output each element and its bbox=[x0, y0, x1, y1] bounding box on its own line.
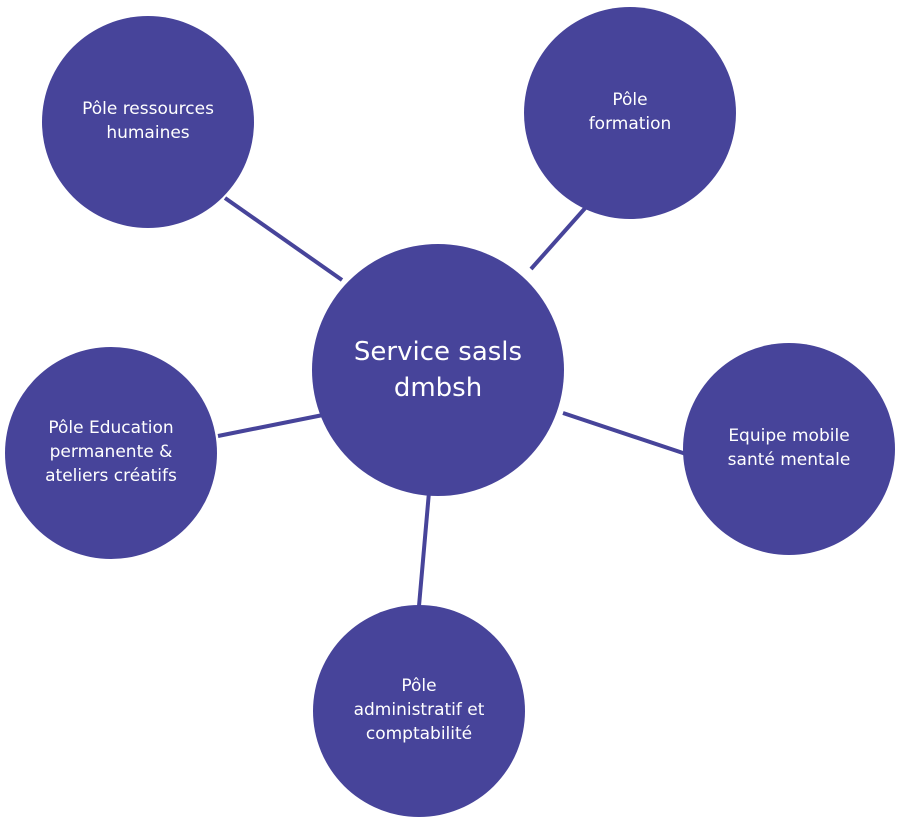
center-node-label: Service sasls dmbsh bbox=[353, 336, 523, 403]
node-admin: Pôle administratif et comptabilité bbox=[313, 605, 525, 817]
connector-mobile bbox=[562, 411, 687, 456]
node-education: Pôle Education permanente & ateliers cré… bbox=[5, 347, 217, 559]
node-formation: Pôle formation bbox=[524, 7, 736, 219]
connector-education bbox=[217, 413, 324, 438]
node-education-label: Pôle Education permanente & ateliers cré… bbox=[45, 418, 177, 486]
connector-formation bbox=[529, 204, 589, 271]
node-admin-label: Pôle administratif et comptabilité bbox=[353, 676, 485, 744]
node-formation-label: Pôle formation bbox=[588, 90, 672, 134]
connector-rh bbox=[223, 196, 344, 282]
center-node: Service sasls dmbsh bbox=[312, 244, 564, 496]
node-mobile: Equipe mobile santé mentale bbox=[683, 343, 895, 555]
node-mobile-label: Equipe mobile santé mentale bbox=[727, 426, 851, 470]
connector-admin bbox=[417, 491, 431, 607]
node-rh-label: Pôle ressources humaines bbox=[82, 99, 214, 143]
node-rh: Pôle ressources humaines bbox=[42, 16, 254, 228]
